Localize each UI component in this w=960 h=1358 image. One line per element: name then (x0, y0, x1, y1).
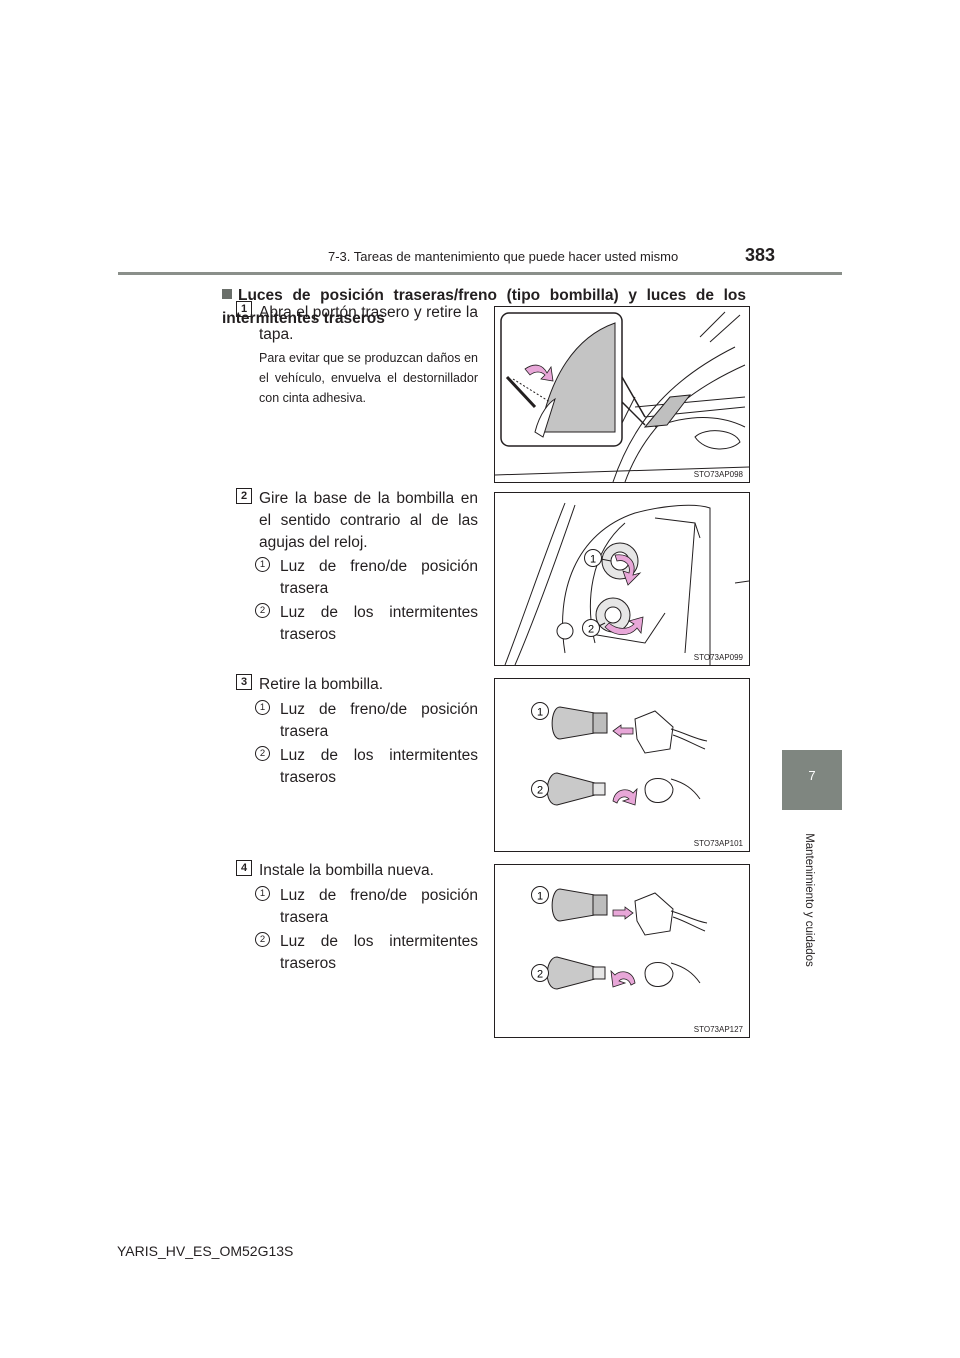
callout-number: 2 (255, 603, 270, 618)
figure-callout-2: 2 (537, 969, 543, 981)
figure-callout-1: 1 (590, 554, 596, 566)
section-title-text: Luces de posición traseras/freno (tipo b… (222, 287, 746, 327)
callout-number: 2 (255, 932, 270, 947)
list-item: Luz de freno/de posición trasera (280, 701, 478, 740)
callout-number: 1 (255, 700, 270, 715)
figure-callout-2: 2 (588, 624, 594, 636)
figure-callout-1: 1 (537, 891, 543, 903)
running-header: 7-3. Tareas de mantenimiento que puede h… (328, 249, 679, 264)
step-text: Retire la bombilla. (259, 676, 384, 693)
list-item: Luz de los intermitentes traseros (280, 933, 478, 972)
list-item: Luz de freno/de posición trasera (280, 887, 478, 926)
figure-code: STO73AP127 (693, 1025, 743, 1034)
figure-open-tailgate: STO73AP098 (494, 306, 750, 483)
step-text: Abra el portón trasero y retire la tapa. (259, 304, 478, 343)
figure-rotate-base: 1 2 STO73AP099 (494, 492, 750, 666)
list-item: Luz de los intermitentes traseros (280, 604, 478, 643)
step-text: Instale la bombilla nueva. (259, 862, 434, 879)
figure-code: STO73AP098 (693, 470, 743, 479)
section-title: Luces de posición traseras/freno (tipo b… (222, 284, 746, 330)
page-number: 383 (745, 245, 776, 265)
callout-number: 1 (255, 886, 270, 901)
figure-code: STO73AP101 (693, 839, 743, 848)
chapter-label-text: Mantenimiento y cuidados (803, 833, 815, 967)
lamp-housing-illustration: 1 2 (504, 502, 749, 665)
square-bullet-icon (222, 289, 232, 299)
callout-number: 2 (255, 746, 270, 761)
header-rule (118, 272, 842, 275)
bulb-removal-illustration: 1 2 (531, 702, 708, 806)
step-text: Gire la base de la bombilla en el sentid… (259, 490, 478, 551)
chapter-tab (782, 750, 842, 810)
figure-install-bulb: 1 2 STO73AP127 (494, 864, 750, 1038)
step-number-box: 1 (236, 301, 252, 317)
step-number-box: 2 (236, 488, 252, 504)
tailgate-cover-illustration (495, 311, 749, 482)
step-note: Para evitar que se produzcan daños en el… (259, 351, 478, 405)
list-item: Luz de freno/de posición trasera (280, 558, 478, 597)
document-code-footer: YARIS_HV_ES_OM52G13S (117, 1243, 294, 1259)
figure-code: STO73AP099 (693, 653, 743, 662)
step-number-box: 3 (236, 674, 252, 690)
callout-number: 1 (255, 557, 270, 572)
chapter-label: Mantenimiento y cuidados (795, 833, 815, 967)
figure-remove-bulb: 1 2 STO73AP101 (494, 678, 750, 852)
step-number-box: 4 (236, 860, 252, 876)
bulb-install-illustration: 1 2 (531, 886, 708, 990)
list-item: Luz de los intermitentes traseros (280, 747, 478, 786)
figure-callout-1: 1 (537, 707, 543, 719)
chapter-number: 7 (808, 768, 816, 783)
figure-callout-2: 2 (537, 785, 543, 797)
